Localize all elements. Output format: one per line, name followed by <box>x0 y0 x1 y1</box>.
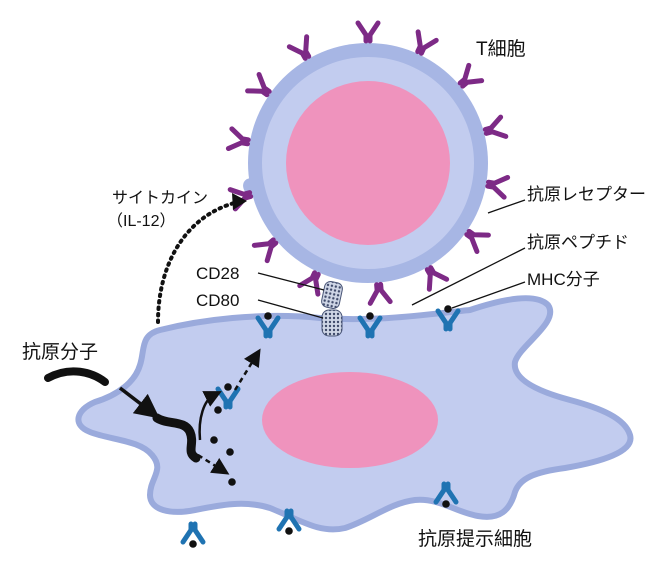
mhc-molecule <box>435 305 461 332</box>
antigen-receptor <box>367 281 393 306</box>
antigen-molecule-inside <box>152 413 201 463</box>
antigen-receptor-label: 抗原レセプター <box>527 185 646 204</box>
antigen-peptide <box>224 383 232 391</box>
apc-nucleus <box>262 372 438 468</box>
peptide-fragment <box>214 406 222 414</box>
mhc-molecule <box>276 508 302 535</box>
antigen-molecule-outside <box>44 367 109 386</box>
cd80-molecule <box>321 309 343 337</box>
processing-arrow-lower <box>197 453 230 475</box>
receptor-leader <box>487 199 526 214</box>
cytokine-arrowhead <box>232 193 247 210</box>
mhc-leader <box>451 281 526 309</box>
antigen-peptide-label: 抗原ペプチド <box>527 233 629 252</box>
antigen-peptide <box>189 540 197 548</box>
antigen-receptor <box>286 34 312 61</box>
peptide-fragment <box>210 436 218 444</box>
antigen-receptor <box>482 114 509 139</box>
antigen-peptide <box>366 312 374 320</box>
antigen-receptor <box>251 237 279 264</box>
uptake-arrow <box>118 386 160 419</box>
mhc-molecule <box>357 312 383 339</box>
antigen-receptor <box>415 29 439 56</box>
antigen-receptor <box>464 228 491 254</box>
antigen-receptors <box>225 20 511 306</box>
antigen-peptide <box>442 500 450 508</box>
antigen-molecule-label: 抗原分子 <box>22 341 98 363</box>
cytokine-label-line1: サイトカイン <box>112 190 208 207</box>
cd28-label: CD28 <box>196 264 239 283</box>
apc-label: 抗原提示細胞 <box>418 528 532 550</box>
antigen-receptor <box>297 270 321 297</box>
transport-arrow <box>233 348 261 391</box>
cd80-leader <box>257 299 324 319</box>
peptide-fragment <box>226 448 234 456</box>
antigen-peptide <box>264 312 272 320</box>
cd28-molecule <box>321 281 343 309</box>
mhc-molecule <box>255 312 281 339</box>
t-cell-label: T細胞 <box>476 38 526 60</box>
cd28-leader <box>257 272 325 291</box>
mhc-molecule <box>180 521 206 548</box>
t-cell-nucleus <box>286 81 450 245</box>
antigen-receptor <box>225 126 251 152</box>
antigen-receptor <box>355 20 381 44</box>
antigen-receptor <box>485 174 511 200</box>
antigen-peptide <box>285 527 293 535</box>
cd80-label: CD80 <box>196 291 239 310</box>
antigen-receptor <box>424 265 450 292</box>
mhc-label: MHC分子 <box>527 270 600 289</box>
antigen-receptor <box>245 72 272 98</box>
processing-arrow-upper <box>198 391 222 441</box>
peptide-leader <box>411 247 526 306</box>
peptide-fragment <box>228 478 236 486</box>
cytokine-label-line2: （IL-12） <box>107 212 175 230</box>
antigen-peptide <box>444 305 452 313</box>
cytokine-arrow <box>156 200 240 324</box>
antigen-receptor <box>457 62 485 89</box>
mhc-molecule <box>433 481 459 508</box>
